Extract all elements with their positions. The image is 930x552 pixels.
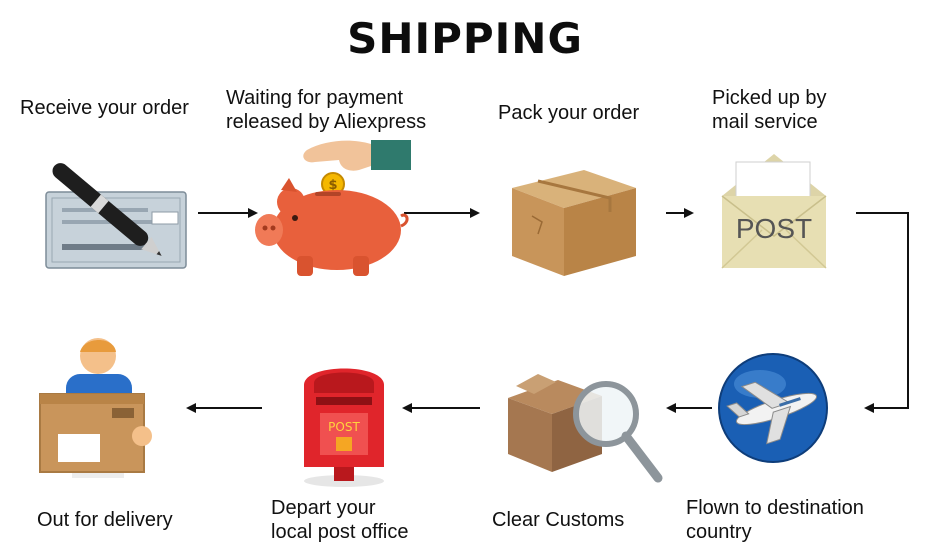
- post-envelope-icon: POST: [718, 150, 830, 275]
- piggy-bank-icon: $: [255, 130, 415, 280]
- cardboard-box-icon: [498, 160, 648, 280]
- delivery-man-icon: [38, 338, 168, 488]
- svg-text:POST: POST: [736, 213, 812, 244]
- arrow-4-to-5: [856, 213, 908, 408]
- airplane-icon: [716, 348, 830, 468]
- check-pen-icon: [40, 140, 190, 270]
- mailbox-icon: POST: [294, 355, 394, 490]
- magnifier-box-icon: [498, 360, 668, 495]
- svg-text:POST: POST: [328, 420, 360, 434]
